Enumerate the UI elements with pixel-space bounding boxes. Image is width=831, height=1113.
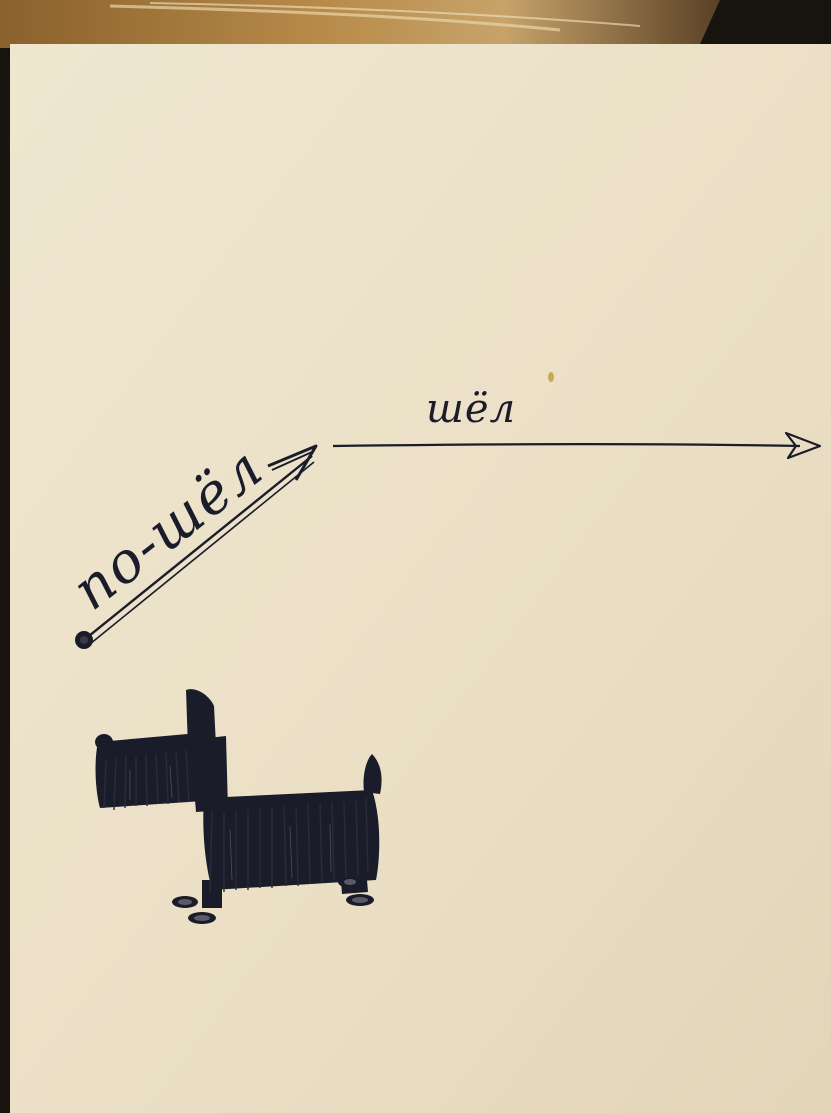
horizontal-word-label: шёл bbox=[426, 386, 516, 432]
paper-stain bbox=[548, 372, 554, 382]
